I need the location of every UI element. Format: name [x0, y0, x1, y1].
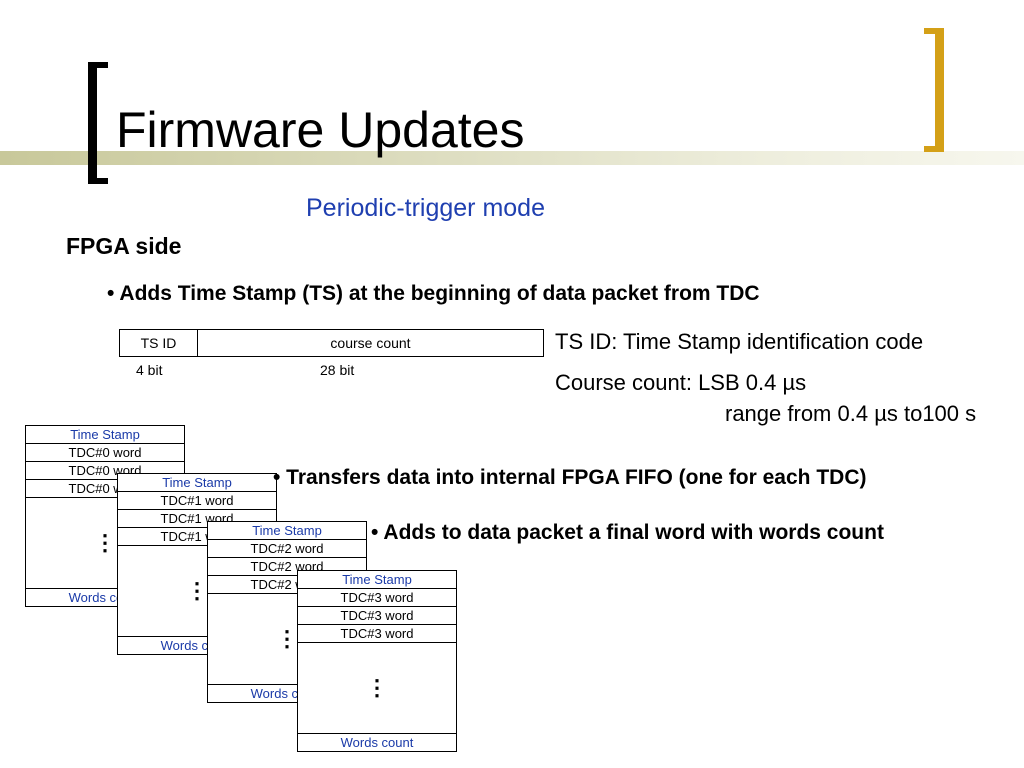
fifo-word-row: TDC#2 word	[208, 540, 366, 558]
fifo-word-row: TDC#1 word	[118, 492, 276, 510]
left-bracket-decoration	[88, 62, 108, 184]
bullet-transfers-data: • Transfers data into internal FPGA FIFO…	[273, 466, 867, 489]
vertical-ellipsis-icon: ⋮	[94, 530, 116, 555]
vertical-ellipsis-icon: ⋮	[276, 626, 298, 651]
ts-id-field: TS ID	[120, 330, 198, 356]
section-heading: FPGA side	[66, 233, 182, 259]
course-count-field: course count	[330, 335, 411, 351]
fifo-words-count-row: Words count	[298, 733, 456, 751]
course-count-range-note: range from 0.4 µs to100 s	[725, 401, 977, 426]
bullet-adds-time-stamp: • Adds Time Stamp (TS) at the beginning …	[107, 282, 760, 305]
slide-subtitle: Periodic-trigger mode	[306, 194, 545, 222]
bullet-words-count: • Adds to data packet a final word with …	[371, 521, 884, 544]
fifo-time-stamp-row: Time Stamp	[26, 426, 184, 444]
fifo-word-row: TDC#3 word	[298, 607, 456, 625]
fifo-word-row: TDC#3 word	[298, 625, 456, 643]
title-band	[0, 151, 1024, 165]
ts-id-note: TS ID: Time Stamp identification code	[555, 329, 924, 354]
vertical-ellipsis-icon: ⋮	[186, 578, 208, 603]
fifo-tdc3: Time Stamp TDC#3 word TDC#3 word TDC#3 w…	[297, 570, 457, 752]
fifo-time-stamp-row: Time Stamp	[118, 474, 276, 492]
right-bracket-decoration	[924, 28, 944, 152]
fifo-time-stamp-row: Time Stamp	[298, 571, 456, 589]
ts-format-box: TS ID course count	[119, 329, 544, 357]
vertical-ellipsis-icon: ⋮	[366, 675, 388, 700]
fifo-word-row: TDC#3 word	[298, 589, 456, 607]
course-count-note: Course count: LSB 0.4 µs	[555, 370, 807, 395]
slide-title: Firmware Updates	[116, 102, 525, 158]
fifo-time-stamp-row: Time Stamp	[208, 522, 366, 540]
ts-id-bit-width: 4 bit	[136, 362, 163, 378]
fifo-word-row: TDC#0 word	[26, 444, 184, 462]
course-count-bit-width: 28 bit	[320, 362, 355, 378]
